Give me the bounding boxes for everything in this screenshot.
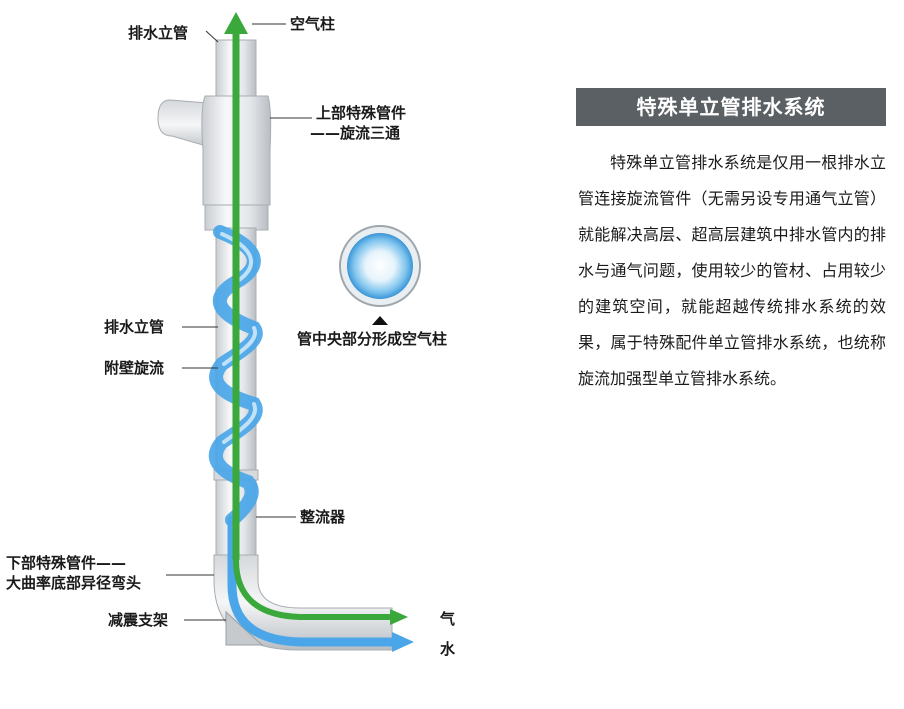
air-arrowhead-top: [224, 12, 248, 34]
pointer-triangle: [372, 316, 388, 325]
label-upper-fitting-2: ——旋流三通: [310, 124, 401, 142]
label-rectifier: 整流器: [300, 508, 346, 526]
panel-title: 特殊单立管排水系统: [576, 88, 886, 126]
label-wall-swirl: 附壁旋流: [104, 359, 165, 377]
label-upper-fitting-1: 上部特殊管件: [316, 104, 407, 122]
label-drain-pipe-top: 排水立管: [128, 24, 189, 42]
elbow-fitting: [213, 554, 393, 651]
label-drain-pipe-mid: 排水立管: [104, 318, 165, 336]
label-water-out: 水: [440, 640, 456, 658]
label-damping-support: 减震支架: [108, 611, 169, 629]
spiral-highlight: [220, 232, 258, 444]
panel-description: 特殊单立管排水系统是仅用一根排水立管连接旋流管件（无需另设专用通气立管）就能解决…: [578, 153, 886, 388]
label-air-out: 气: [440, 610, 456, 628]
leader-drain-top: [205, 30, 219, 43]
water-arrowhead: [392, 632, 414, 652]
air-arrowhead: [390, 609, 408, 625]
air-flow-elbow: [233, 559, 392, 620]
label-lower-fitting-2: 大曲率底部异径弯头: [6, 574, 142, 592]
label-lower-fitting-1: 下部特殊管件——: [6, 554, 127, 572]
cross-section-inner: [347, 233, 413, 299]
label-air-column-top: 空气柱: [290, 15, 336, 33]
label-center-air: 管中央部分形成空气柱: [297, 330, 448, 348]
water-flow-path: [227, 515, 400, 647]
